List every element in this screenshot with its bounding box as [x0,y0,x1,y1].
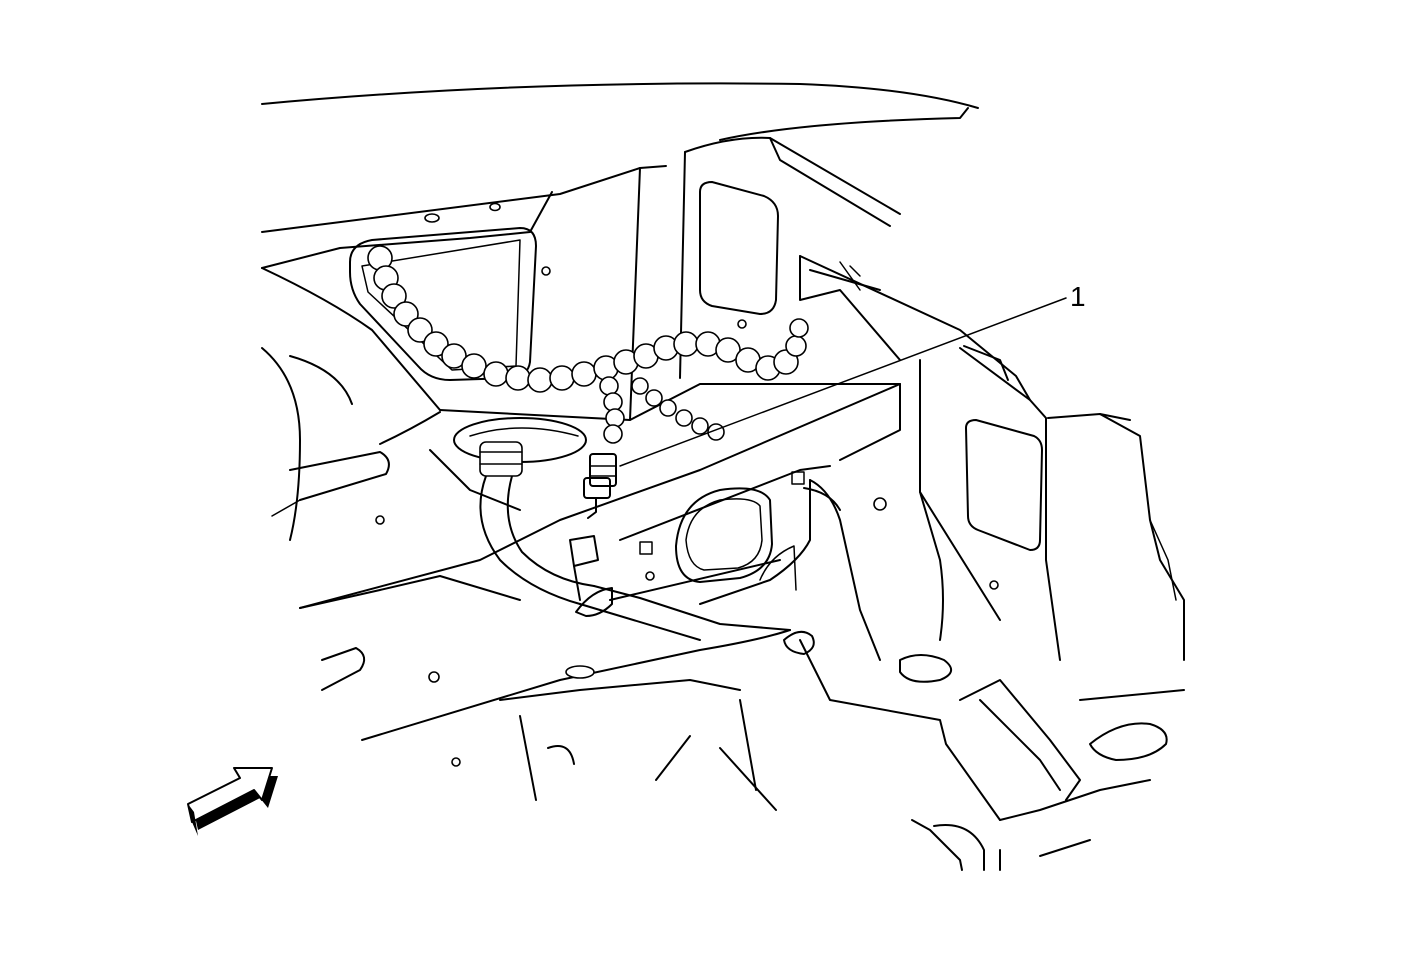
hood-edge-flange [719,107,969,141]
wiring-harness [367,245,809,444]
callout-leader-1 [619,297,1067,467]
cowl-opening-right [699,181,779,315]
sensor-connector [583,453,617,519]
right-shock-tower [799,255,1061,683]
lower-frame [321,629,1151,871]
right-fender [1047,413,1185,761]
view-direction-arrow-icon [187,767,278,836]
cowl-hole [737,319,747,329]
mount-bracket [783,487,841,655]
hood-edge [261,82,979,109]
crossmember [299,383,901,609]
callout-label-1: 1 [1070,281,1086,312]
left-inner-fender [261,267,441,541]
cowl-panel [261,136,901,421]
coolant-hose [479,441,791,641]
